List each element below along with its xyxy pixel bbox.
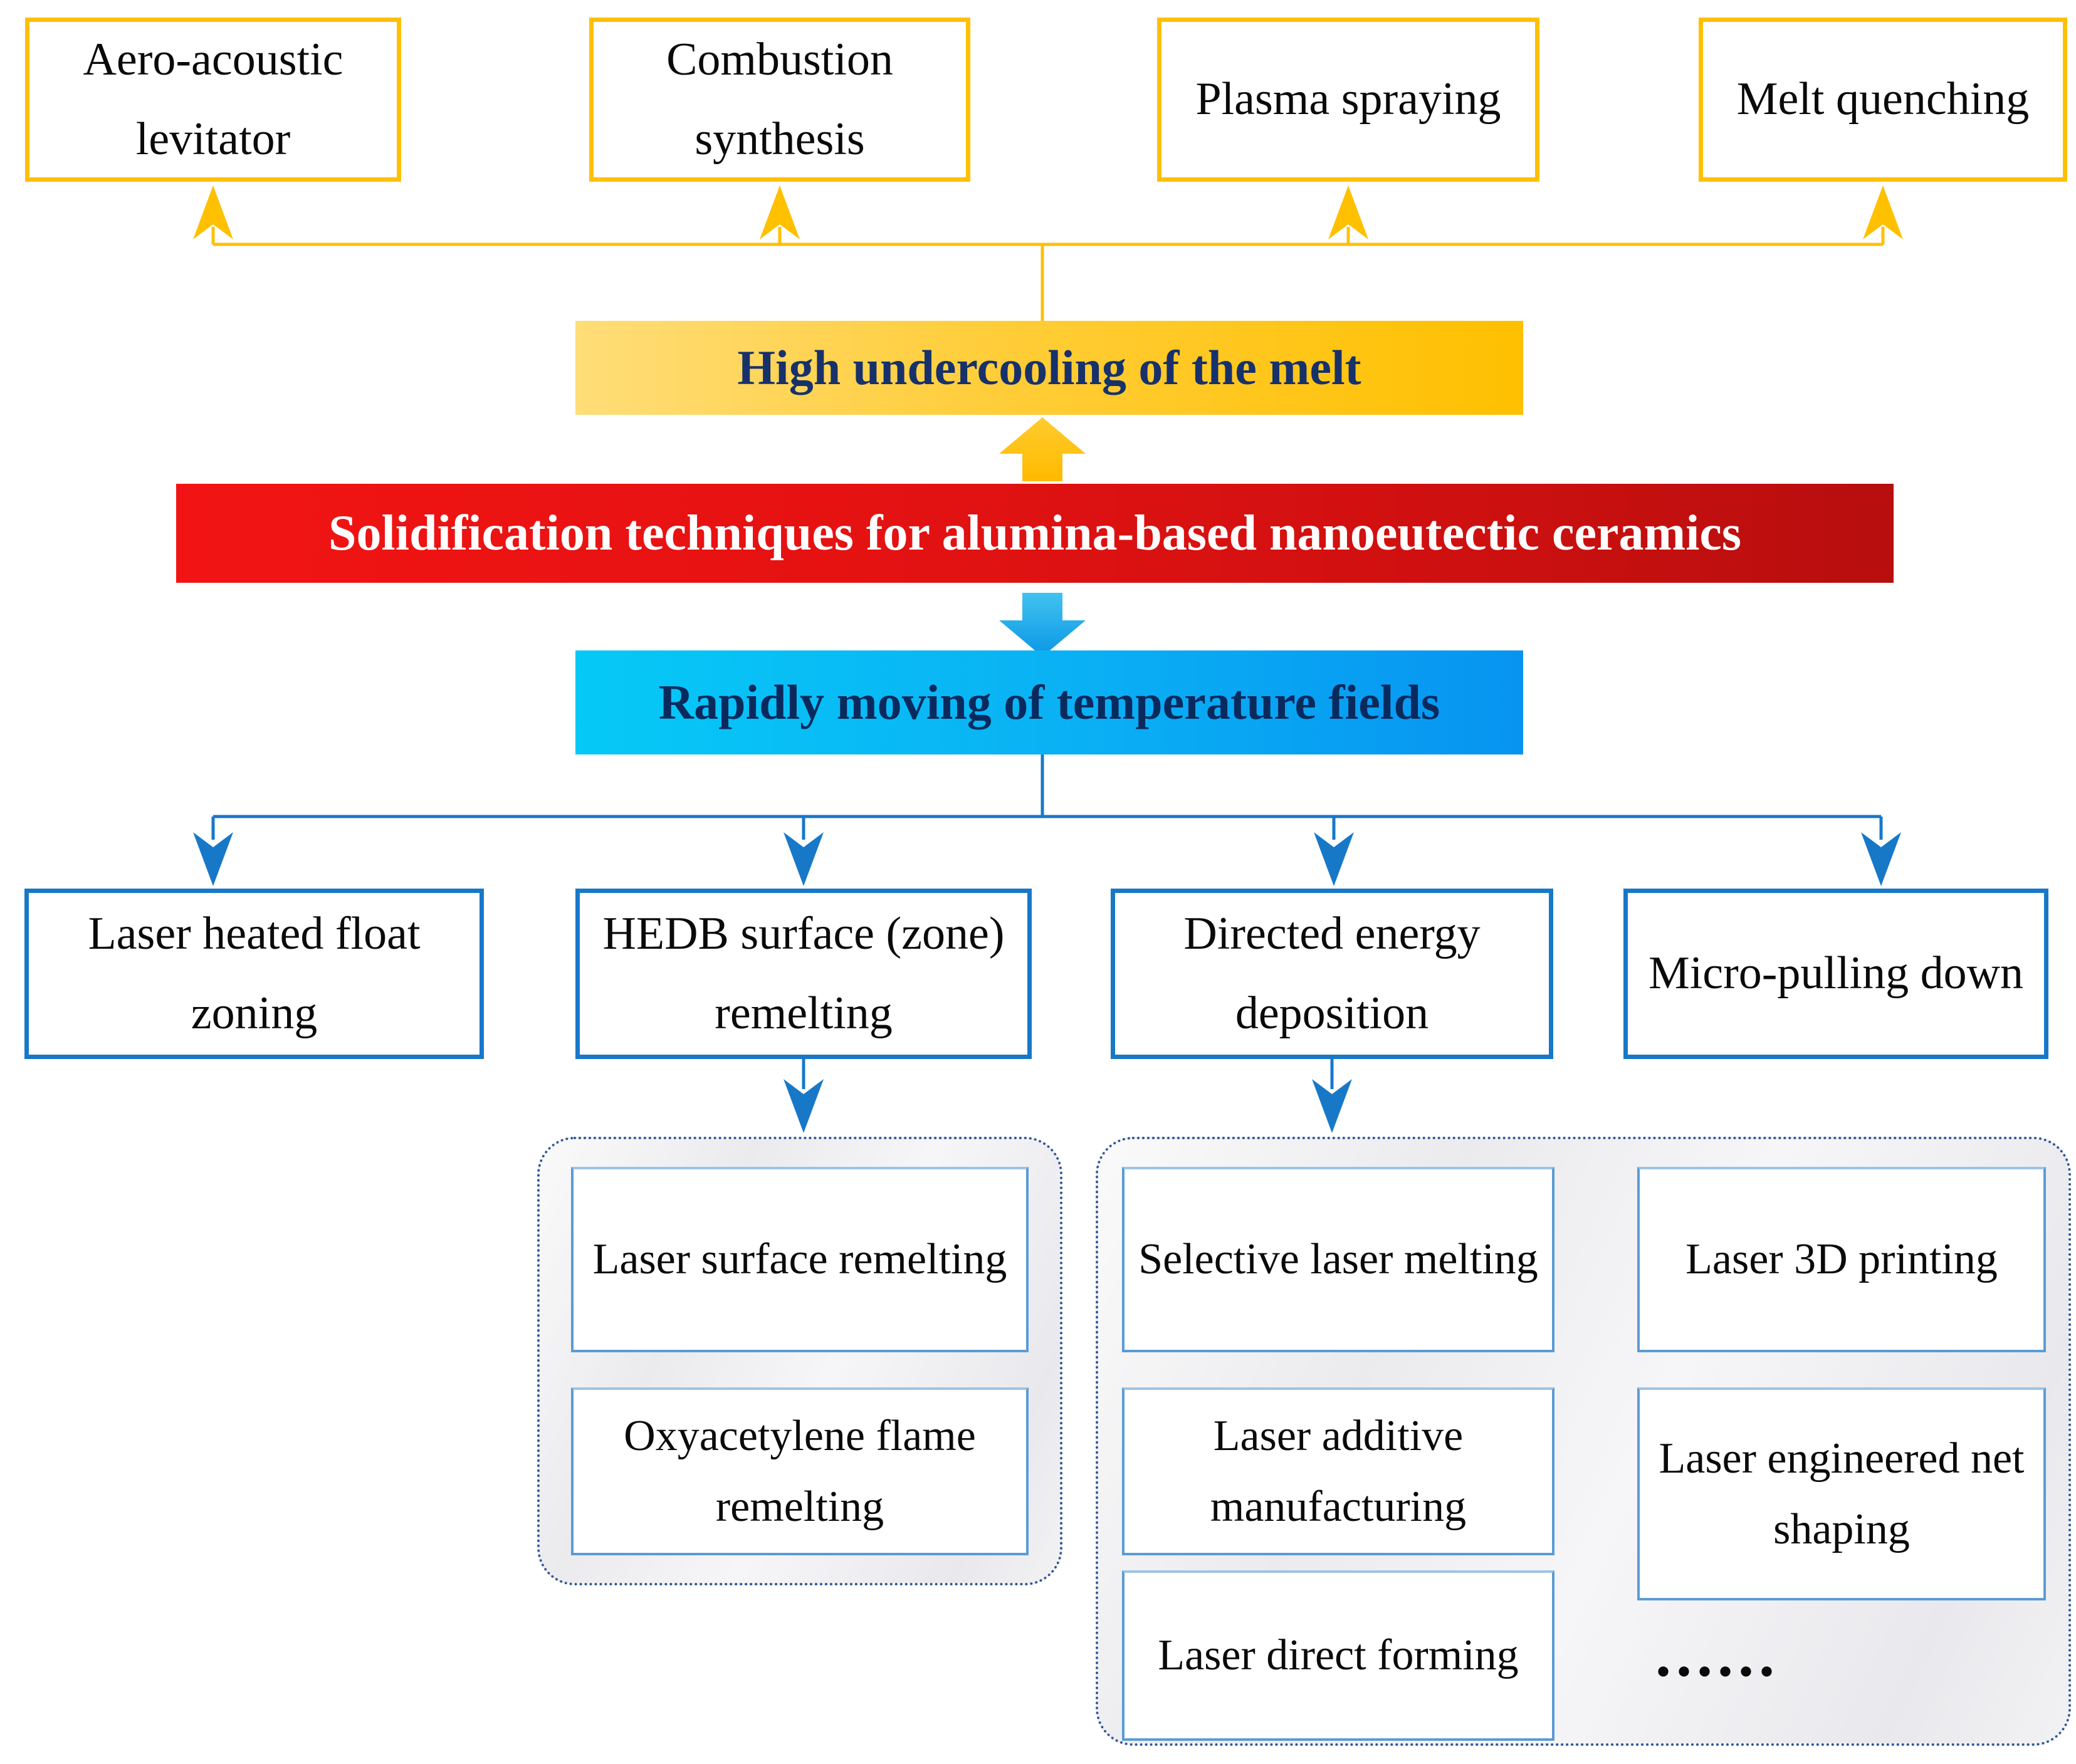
- node-label: Selective laser melting: [1138, 1235, 1538, 1284]
- node-aero-acoustic-levitator: Aero-acoustic levitator: [25, 18, 401, 182]
- node-label: Aero-acoustic levitator: [83, 33, 343, 165]
- blue-connector-lines: [211, 754, 1883, 1089]
- page-title: Solidification techniques for alumina-ba…: [328, 505, 1741, 561]
- banner-label: High undercooling of the melt: [737, 340, 1361, 395]
- yellow-connector-lines: [211, 227, 1885, 321]
- node-label: Melt quenching: [1736, 73, 2030, 125]
- node-label: Laser additive manufacturing: [1210, 1411, 1467, 1531]
- node-plasma-spraying: Plasma spraying: [1157, 18, 1539, 182]
- node-label: Micro-pulling down: [1648, 947, 2024, 999]
- node-label: Directed energy deposition: [1183, 907, 1481, 1039]
- node-laser-surface-remelting: Laser surface remelting: [571, 1167, 1029, 1352]
- up-block-arrow-icon: [999, 417, 1086, 481]
- banner-main-title: Solidification techniques for alumina-ba…: [176, 484, 1894, 583]
- ellipsis-label: ......: [1655, 1619, 1780, 1689]
- banner-high-undercooling: High undercooling of the melt: [575, 321, 1523, 415]
- node-laser-heated-float-zoning: Laser heated float zoning: [24, 889, 484, 1059]
- node-micro-pulling-down: Micro-pulling down: [1623, 889, 2048, 1059]
- node-combustion-synthesis: Combustion synthesis: [589, 18, 970, 182]
- node-label: Oxyacetylene flame remelting: [624, 1411, 976, 1531]
- node-label: Laser direct forming: [1158, 1631, 1519, 1680]
- yellow-arrowhead-icon: [193, 185, 1903, 239]
- node-hedb-surface-remelting: HEDB surface (zone) remelting: [575, 889, 1032, 1059]
- node-label: Laser engineered net shaping: [1659, 1434, 2025, 1553]
- banner-label: Rapidly moving of temperature fields: [658, 675, 1440, 729]
- node-melt-quenching: Melt quenching: [1699, 18, 2067, 182]
- node-oxyacetylene-flame-remelting: Oxyacetylene flame remelting: [571, 1387, 1029, 1555]
- ellipsis-more-methods: ......: [1567, 1604, 1868, 1704]
- node-label: Plasma spraying: [1195, 73, 1501, 125]
- banner-rapid-temperature-fields: Rapidly moving of temperature fields: [575, 650, 1523, 754]
- node-laser-additive-manufacturing: Laser additive manufacturing: [1122, 1387, 1554, 1555]
- node-label: Laser surface remelting: [592, 1235, 1007, 1284]
- node-laser-engineered-net-shaping: Laser engineered net shaping: [1637, 1387, 2046, 1600]
- node-selective-laser-melting: Selective laser melting: [1122, 1167, 1554, 1352]
- node-laser-3d-printing: Laser 3D printing: [1637, 1167, 2046, 1352]
- down-block-arrow-icon: [999, 593, 1086, 657]
- node-label: Laser 3D printing: [1685, 1235, 1998, 1284]
- node-directed-energy-deposition: Directed energy deposition: [1111, 889, 1553, 1059]
- blue-arrowhead-icon: [193, 832, 1901, 1133]
- node-label: Laser heated float zoning: [88, 907, 421, 1039]
- node-label: HEDB surface (zone) remelting: [602, 907, 1005, 1039]
- node-laser-direct-forming: Laser direct forming: [1122, 1570, 1554, 1741]
- node-label: Combustion synthesis: [666, 33, 893, 165]
